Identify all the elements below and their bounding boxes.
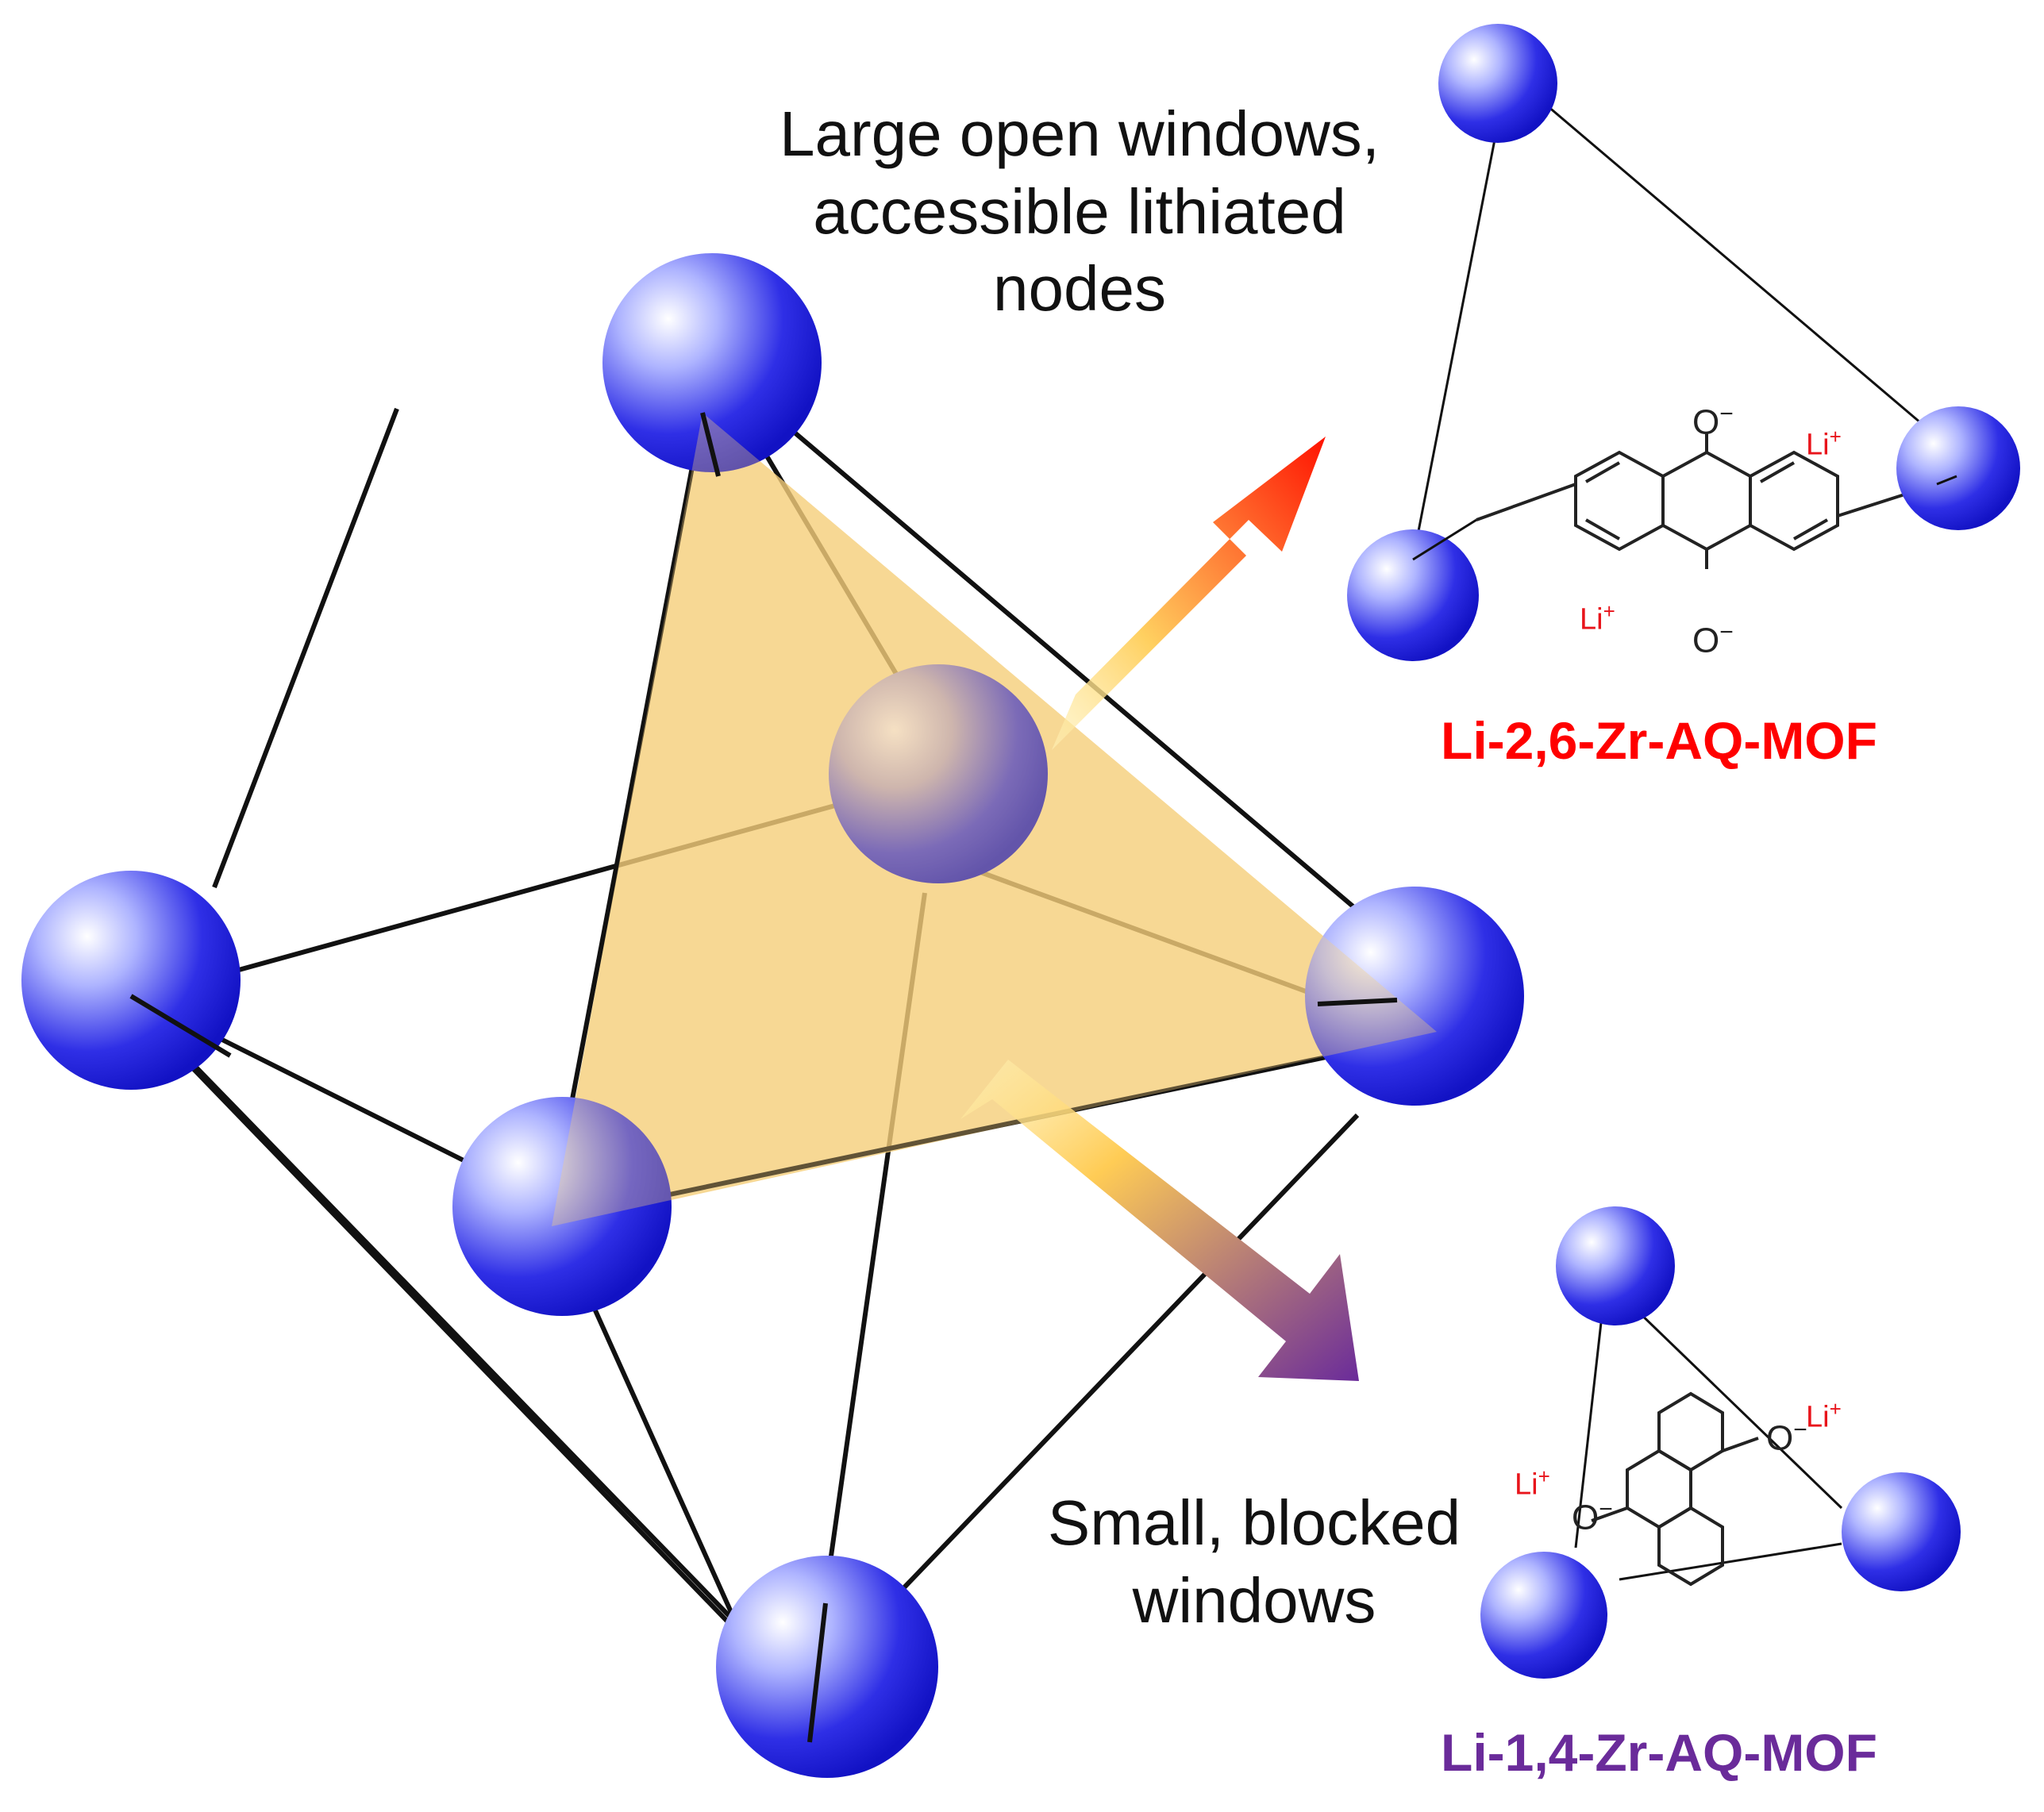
mof-top-diagram [1347, 24, 2020, 661]
oxygen-symbol: O [1572, 1498, 1599, 1537]
arrow-to-small-windows [960, 1060, 1359, 1381]
oxygen-symbol: O [1692, 402, 1720, 442]
anthraquinone-1-4-structure [1591, 1391, 1759, 1587]
node-sphere [1347, 529, 1479, 661]
bottom-o-minus-left: O− [1572, 1496, 1613, 1538]
mof-bottom-diagram [1480, 1206, 1961, 1679]
top-li-upper: Li+ [1806, 425, 1842, 463]
small-windows-line-1: Small, blocked [1047, 1487, 1461, 1558]
lithium-symbol: Li [1515, 1468, 1538, 1502]
large-windows-line-3: nodes [993, 253, 1166, 325]
top-o-minus-upper: O− [1692, 401, 1734, 443]
minus-sign: − [1793, 1417, 1807, 1443]
node-sphere [1480, 1552, 1607, 1679]
node-sphere [829, 664, 1048, 883]
small-windows-label: Small, blocked windows [1000, 1484, 1508, 1639]
node-sphere [452, 1097, 672, 1316]
bottom-li-right: Li+ [1806, 1397, 1842, 1435]
anthraquinone-2-6-structure [1476, 433, 1938, 569]
node-sphere [1896, 406, 2020, 530]
plus-sign: + [1829, 1397, 1842, 1421]
plus-sign: + [1538, 1464, 1550, 1488]
top-li-lower: Li+ [1580, 599, 1615, 637]
node-sphere [716, 1556, 938, 1778]
node-sphere [1438, 24, 1557, 143]
minus-sign: − [1599, 1496, 1613, 1522]
large-windows-label: Large open windows, accessible lithiated… [683, 95, 1476, 328]
bottom-o-minus-right: O− [1766, 1417, 1807, 1459]
node-sphere [1305, 887, 1524, 1106]
top-o-minus-lower: O− [1692, 619, 1734, 661]
octahedron [21, 253, 1524, 1778]
small-windows-line-2: windows [1132, 1564, 1376, 1636]
mof-top-name: Li-2,6-Zr-AQ-MOF [1441, 711, 1877, 770]
large-windows-line-1: Large open windows, [779, 98, 1380, 169]
large-windows-line-2: accessible lithiated [813, 175, 1346, 247]
bottom-li-left: Li+ [1515, 1464, 1550, 1502]
node-sphere [21, 871, 241, 1090]
node-sphere [1842, 1472, 1961, 1591]
arrow-to-large-windows [1052, 437, 1326, 750]
lithium-symbol: Li [1580, 602, 1603, 637]
node-sphere [1556, 1206, 1675, 1325]
node-sphere [602, 253, 822, 472]
plus-sign: + [1603, 599, 1615, 623]
oxygen-symbol: O [1692, 621, 1720, 660]
lithium-symbol: Li [1806, 1400, 1830, 1434]
mof-bottom-name: Li-1,4-Zr-AQ-MOF [1441, 1723, 1877, 1782]
plus-sign: + [1829, 425, 1842, 448]
minus-sign: − [1719, 401, 1734, 427]
lithium-symbol: Li [1806, 428, 1830, 462]
minus-sign: − [1719, 619, 1734, 645]
oxygen-symbol: O [1766, 1418, 1794, 1458]
